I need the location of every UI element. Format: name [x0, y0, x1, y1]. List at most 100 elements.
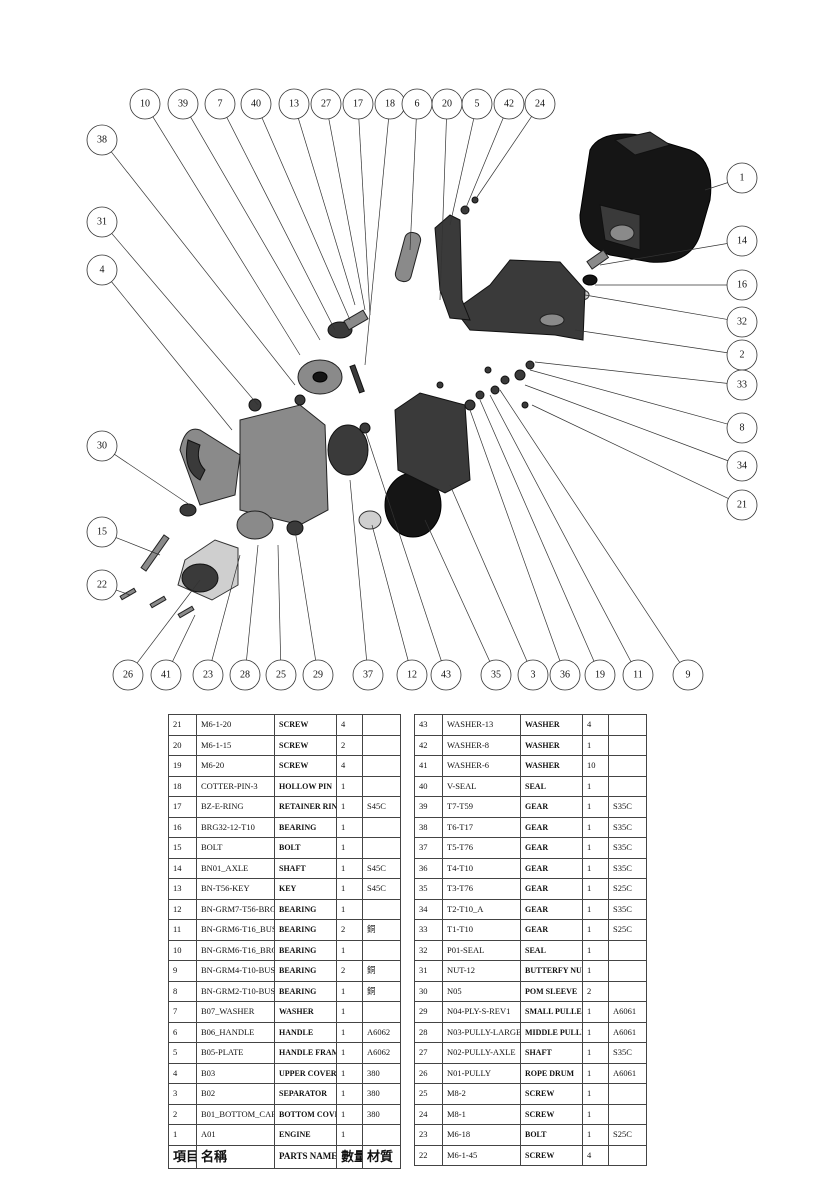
callout-label: 6 [415, 99, 420, 110]
callout-15: 15 [86, 516, 161, 556]
cell-quantity: 1 [336, 878, 363, 900]
cell-material [608, 939, 647, 961]
callout-circle [86, 569, 118, 601]
callout-label: 43 [441, 670, 451, 681]
callout-36: 36 [469, 409, 581, 691]
callout-circle [726, 162, 758, 194]
cell-part-code: M6-1-20 [196, 714, 275, 736]
cell-part-code: WASHER-8 [442, 734, 521, 756]
callout-39: 39 [167, 88, 321, 341]
cell-part-code: BN-T56-KEY [196, 878, 275, 900]
cell-quantity: 1 [582, 1124, 609, 1146]
cell-material: A6061 [608, 1021, 647, 1043]
callout-circle [396, 659, 428, 691]
cell-quantity: 1 [582, 1001, 609, 1023]
cell-part-name: GEAR [520, 837, 583, 859]
callout-circle [265, 659, 297, 691]
engine-part [579, 131, 712, 263]
cell-part-code: B05-PLATE [196, 1042, 275, 1064]
callout-43: 43 [364, 429, 462, 691]
callout-circle [726, 450, 758, 482]
cell-material [362, 939, 401, 961]
callout-circle [86, 516, 118, 548]
cell-material [362, 714, 401, 736]
leader-line [111, 233, 259, 406]
cell-item-no: 33 [414, 919, 443, 941]
cell-part-name: WASHER [520, 714, 583, 736]
pulley-parts [119, 394, 382, 619]
callout-label: 21 [737, 500, 747, 511]
callout-30: 30 [86, 430, 191, 506]
cell-material [608, 1144, 647, 1166]
cell-quantity: 2 [582, 980, 609, 1002]
leader-line [469, 409, 561, 661]
cell-quantity: 1 [336, 816, 363, 838]
cell-material [362, 1001, 401, 1023]
callout-circle [112, 659, 144, 691]
cell-part-name: BOLT [520, 1124, 583, 1146]
callout-38: 38 [86, 124, 296, 386]
callout-circle [278, 88, 310, 120]
callout-9: 9 [499, 389, 704, 691]
cell-part-code: N02-PULLY-AXLE [442, 1042, 521, 1064]
cell-part-code: NUT-12 [442, 960, 521, 982]
callout-25: 25 [265, 544, 297, 691]
callout-label: 19 [595, 670, 605, 681]
cell-part-name: GEAR [520, 816, 583, 838]
callout-41: 41 [150, 614, 196, 691]
callout-label: 28 [240, 670, 250, 681]
leader-line [226, 117, 336, 331]
cell-material: A6062 [362, 1021, 401, 1043]
callout-label: 39 [178, 99, 188, 110]
cell-part-name: UPPER COVER [274, 1062, 337, 1084]
cell-part-code: BN-GRM7-T56-BRG [196, 898, 275, 920]
callout-circle [167, 88, 199, 120]
cell-item-no: 18 [168, 775, 197, 797]
callout-label: 22 [97, 580, 107, 591]
callout-33: 33 [534, 361, 758, 401]
callout-circle [310, 88, 342, 120]
callout-label: 16 [737, 280, 747, 291]
cell-material: S45C [362, 796, 401, 818]
leader-line [277, 544, 282, 661]
callout-label: 9 [686, 670, 691, 681]
callout-circle [726, 225, 758, 257]
cell-material: S25C [608, 878, 647, 900]
cell-part-name: WASHER [520, 734, 583, 756]
callout-label: 18 [385, 99, 395, 110]
cell-part-name: SCREW [274, 755, 337, 777]
callout-circle [430, 659, 462, 691]
upper-cover-part [179, 404, 329, 526]
leader-line [574, 329, 728, 354]
callout-12: 12 [371, 524, 428, 691]
cell-material: 380 [362, 1103, 401, 1125]
cell-part-name: GEAR [520, 898, 583, 920]
cell-item-no: 43 [414, 714, 443, 736]
cell-item-no: 27 [414, 1042, 443, 1064]
cell-quantity: 1 [582, 939, 609, 961]
cell-part-code: T6-T17 [442, 816, 521, 838]
header-material: 材質 [362, 1144, 401, 1169]
leader-line [364, 429, 442, 661]
callout-label: 25 [276, 670, 286, 681]
cell-part-name: RETAINER RING [274, 796, 337, 818]
cell-part-name: BEARING [274, 898, 337, 920]
cell-part-name: HOLLOW PIN [274, 775, 337, 797]
callout-circle [342, 88, 374, 120]
callout-40: 40 [240, 88, 351, 321]
cell-part-name: GEAR [520, 878, 583, 900]
leader-line [111, 281, 233, 431]
cell-quantity: 1 [582, 919, 609, 941]
separator-part [394, 392, 471, 494]
